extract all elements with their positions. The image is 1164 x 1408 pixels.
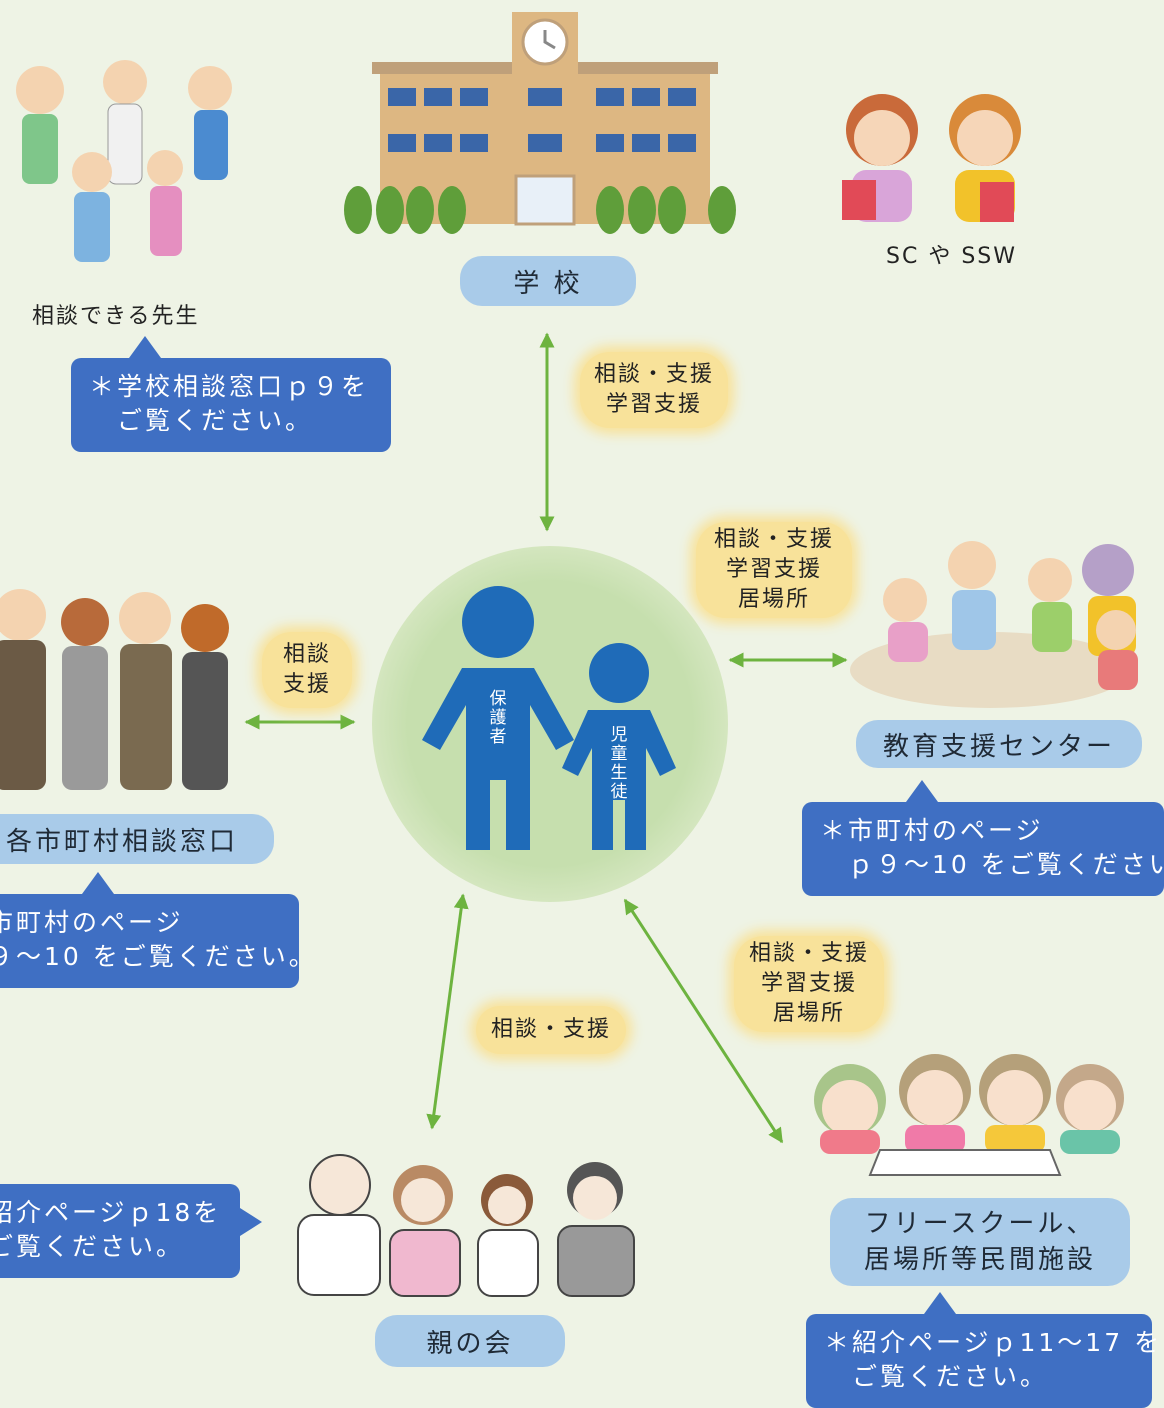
school-building-illustration — [344, 12, 736, 234]
child-figure-icon — [562, 643, 676, 850]
ed-center-page-callout: ＊市町村のページ ｐ９～10 をご覧ください。 — [802, 780, 1164, 896]
teacher-page-callout: ＊学校相談窓口ｐ９を ご覧ください。 — [71, 336, 391, 452]
free-school-line2: 居場所等民間施設 — [863, 1245, 1096, 1275]
ed-center-illustration — [850, 541, 1138, 708]
free-school-line1: フリースクール、 — [864, 1209, 1096, 1239]
free-school-support-badge: 相談・支援 学習支援 居場所 — [734, 936, 884, 1032]
municipal-node[interactable]: 各市町村相談窓口 — [0, 814, 274, 864]
connection-arrows — [244, 332, 848, 1144]
school-support-badge: 相談・支援 学習支援 — [580, 352, 728, 428]
guardian-figure-icon — [422, 586, 574, 850]
ed-center-node[interactable]: 教育支援センター — [856, 720, 1142, 768]
municipal-support-badge: 相談 支援 — [262, 632, 352, 708]
ed-center-support-badge: 相談・支援 学習支援 居場所 — [696, 522, 852, 618]
parents-group-node[interactable]: 親の会 — [375, 1315, 565, 1367]
free-school-node[interactable]: フリースクール、 居場所等民間施設 — [830, 1198, 1130, 1286]
child-label: 児童生徒 — [610, 725, 628, 802]
municipal-page-callout: 市町村のページ ９～10 をご覧ください。 — [0, 872, 314, 988]
teacher-label: 相談できる先生 — [32, 304, 200, 329]
parents-group-support-badge: 相談・支援 — [476, 1006, 626, 1054]
sc-ssw-illustration — [842, 94, 1021, 222]
sc-ssw-label: SC や SSW — [886, 244, 1017, 269]
consultation-staff-illustration — [0, 589, 229, 790]
school-node[interactable]: 学 校 — [460, 256, 636, 306]
parents-group-page-callout: 紹介ページｐ18を ご覧ください。 — [0, 1184, 262, 1278]
free-school-illustration — [814, 1054, 1124, 1176]
guardian-label: 保護者 — [489, 689, 507, 747]
free-school-page-callout: ＊紹介ページｐ11～17 を ご覧ください。 — [806, 1292, 1159, 1408]
parents-group-illustration — [297, 1154, 635, 1297]
teachers-illustration — [16, 60, 232, 262]
